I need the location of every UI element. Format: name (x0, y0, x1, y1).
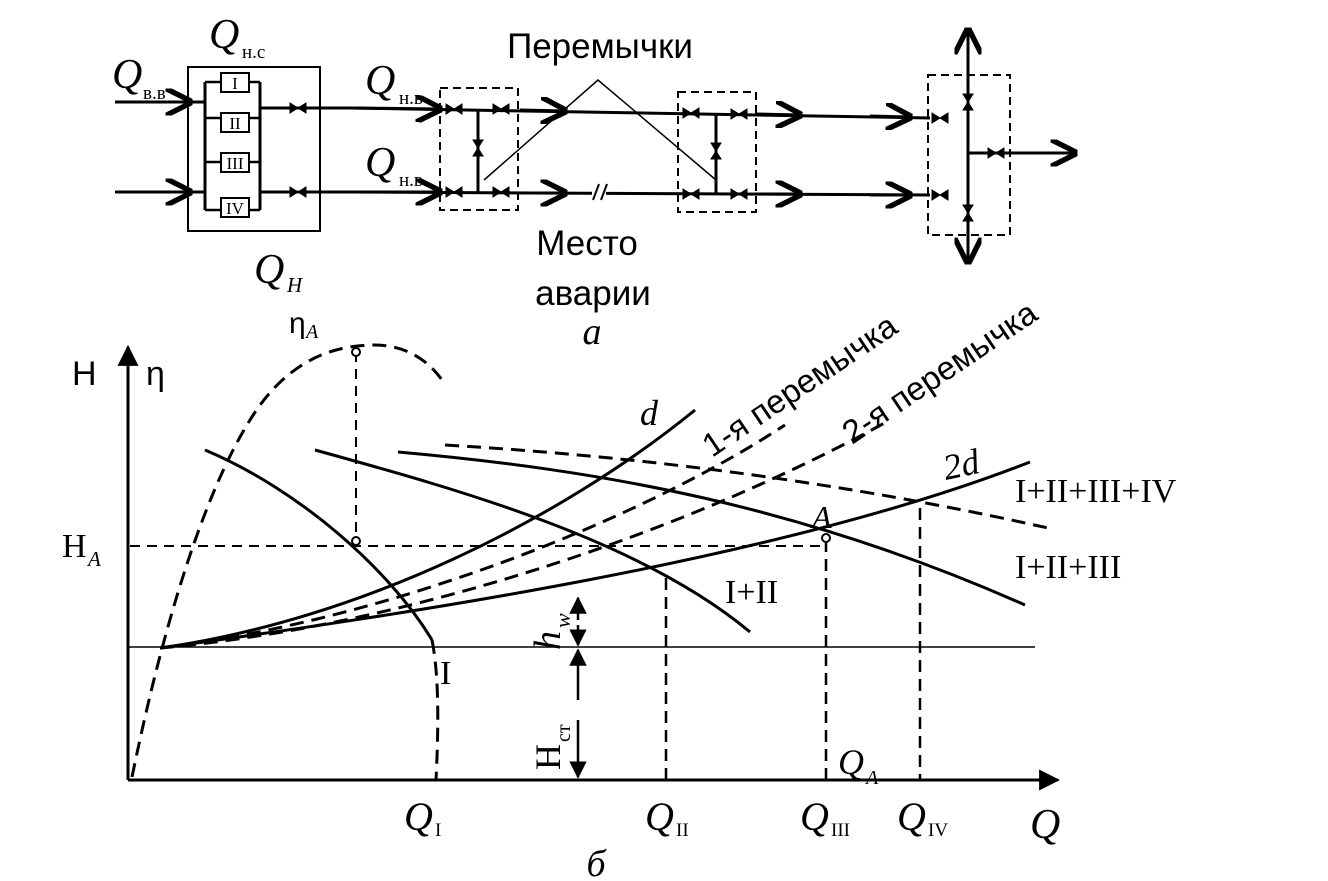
svg-text:H: H (62, 528, 87, 565)
curve-pump-i (204, 448, 434, 641)
characteristics-chart: H η Q η A H A h w H ст Q A A Q I Q (62, 293, 1177, 881)
jumpers-label: Перемычки (507, 27, 693, 66)
x-tick-q-iii: Q III (800, 794, 850, 841)
label-2d: 2d (939, 441, 984, 488)
y-axis-eta-label: η (146, 355, 165, 393)
eta-a-label: η A (289, 307, 319, 343)
svg-text:ст: ст (553, 724, 575, 742)
pump-iii-label: III (227, 154, 244, 173)
svg-text:A: A (864, 767, 879, 789)
curve-pump-i-dash (430, 639, 440, 781)
label-pumps-i-iv: I+II+III+IV (1015, 473, 1177, 510)
label-pumps-i-iii: I+II+III (1015, 549, 1121, 586)
svg-text:Н: Н (286, 273, 304, 297)
pump-iv-label: IV (226, 199, 245, 218)
eta-a-point (351, 347, 361, 357)
caption-b: б (586, 843, 607, 881)
q-nv-bottom-label: Q н.в (365, 140, 423, 191)
break-mark (592, 183, 608, 201)
network-scheme: I II III IV (112, 12, 1075, 353)
svg-text:H: H (528, 744, 568, 770)
svg-text:IV: IV (928, 820, 948, 841)
x-tick-q-i: Q I (404, 794, 441, 841)
consumer-node-box (927, 28, 1075, 264)
h-a-label: H A (62, 528, 101, 571)
svg-text:н.с: н.с (242, 42, 265, 63)
x-tick-q-ii: Q II (645, 794, 689, 841)
h-w-label: h w (527, 613, 575, 650)
q-ns-label: Q н.с (209, 12, 265, 63)
svg-text:Q: Q (645, 794, 674, 839)
svg-text:Q: Q (800, 794, 829, 839)
svg-text:A: A (86, 547, 101, 571)
q-nv-top-label: Q н.в (365, 58, 423, 109)
svg-text:Q: Q (838, 742, 864, 782)
x-axis-label: Q (1030, 802, 1060, 848)
svg-text:Q: Q (897, 794, 926, 839)
svg-text:A: A (304, 321, 319, 343)
pump-i: I (220, 72, 250, 93)
h-st-label: H ст (528, 724, 575, 770)
svg-text:h: h (527, 631, 569, 650)
svg-text:Q: Q (365, 140, 395, 186)
curve-pumps-i-ii (314, 448, 751, 634)
svg-text:в.в: в.в (143, 83, 166, 104)
q-a-label: Q A (838, 742, 879, 789)
curve-jumper-1 (159, 423, 786, 650)
svg-text:Q: Q (254, 247, 284, 293)
curve-pumps-i-iii (397, 450, 1026, 607)
caption-a: а (583, 311, 602, 353)
h-a-point (351, 536, 361, 546)
label-jumper-1: 1-я перемычка (695, 306, 904, 464)
accident-label-1: Место (536, 224, 638, 263)
pump-station-box: I II III IV (115, 66, 350, 232)
jumpers-callout (483, 79, 717, 181)
svg-text:Q: Q (112, 52, 142, 98)
svg-text:I: I (435, 820, 441, 841)
q-vv-label: Q в.в (112, 52, 166, 104)
svg-text:II: II (676, 820, 689, 841)
pump-i-label: I (232, 74, 238, 93)
pump-ii-label: II (229, 114, 241, 133)
y-axis-h-label: H (72, 355, 97, 393)
label-pumps-i-ii: I+II (725, 574, 778, 611)
svg-text:w: w (550, 613, 575, 628)
label-d: d (640, 393, 659, 433)
q-n-label: Q Н (254, 247, 304, 297)
point-a-label: A (810, 499, 832, 535)
svg-text:н.в: н.в (399, 88, 423, 109)
curve-d (159, 408, 696, 650)
pump-iii: III (220, 152, 250, 173)
pump-iv: IV (220, 197, 250, 218)
curve-pumps-i-iv (444, 443, 1049, 530)
svg-text:η: η (289, 307, 306, 340)
jumper-2-box (677, 91, 757, 213)
svg-text:Q: Q (404, 794, 433, 839)
svg-text:Q: Q (365, 58, 395, 104)
svg-text:Q: Q (209, 12, 239, 58)
x-tick-q-iv: Q IV (897, 794, 948, 841)
curve-jumper-2 (159, 418, 891, 650)
point-a-marker (821, 533, 831, 543)
pump-ii: II (220, 112, 250, 133)
svg-text:н.в: н.в (399, 170, 423, 191)
accident-label-2: аварии (535, 274, 651, 313)
jumper-1-box (439, 87, 519, 211)
svg-text:III: III (831, 820, 850, 841)
efficiency-curve (130, 343, 444, 778)
label-pump-i: I (440, 655, 451, 692)
